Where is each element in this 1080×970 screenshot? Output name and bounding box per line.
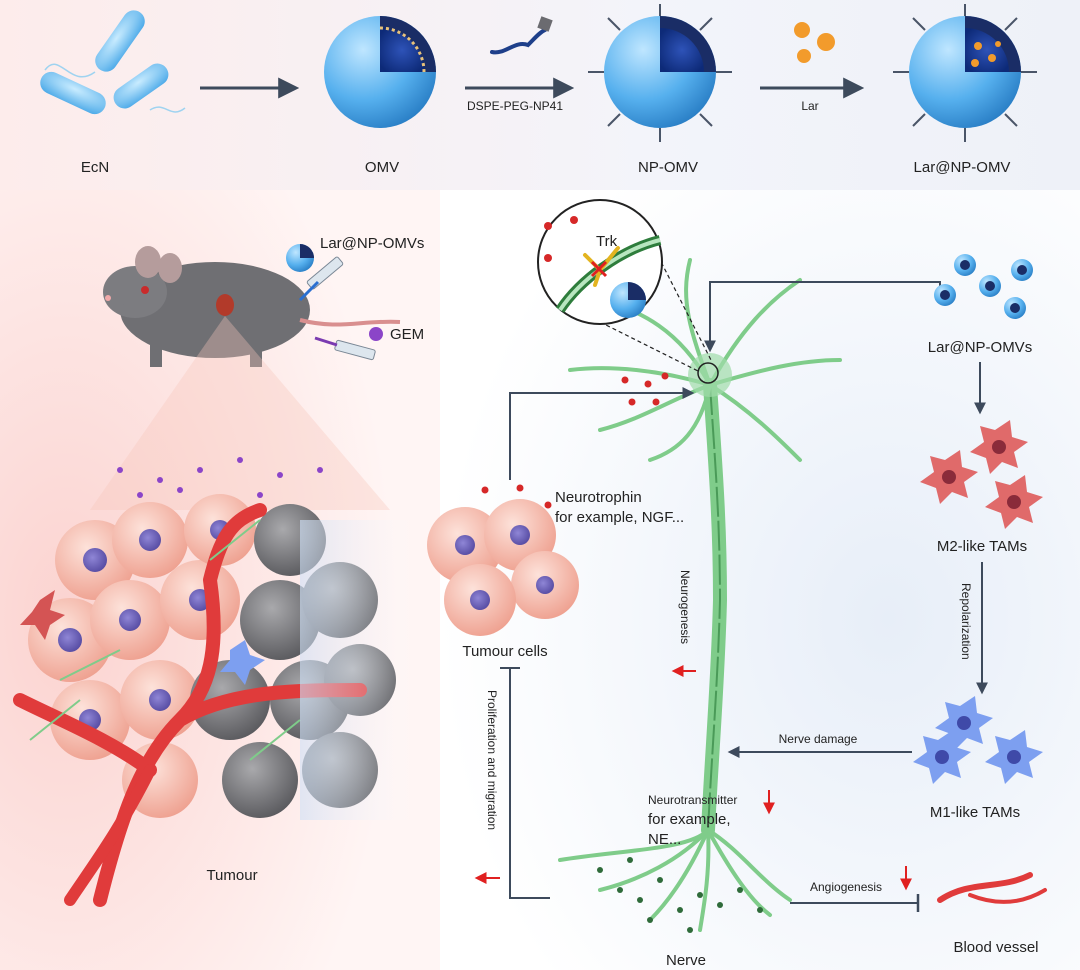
dspe-peg-np41-label: DSPE-PEG-NP41	[467, 99, 563, 113]
lar-np-omv-icon	[893, 4, 1037, 142]
omv-label: OMV	[365, 159, 399, 176]
lar-np-omvs-cluster	[934, 254, 1033, 319]
ecn-bacteria-icon	[40, 10, 186, 115]
zoom-cone	[90, 316, 390, 510]
neurotrophin-line1: Neurotrophin	[555, 489, 642, 506]
lar-np-omv-label: Lar@NP-OMV	[914, 159, 1011, 176]
angiogenesis-label: Angiogenesis	[810, 880, 882, 894]
neurotransmitter-line2: for example,	[648, 811, 731, 828]
neurotransmitter-line1: Neurotransmitter	[648, 793, 737, 807]
tumour-dots	[117, 457, 323, 498]
neurotrophin-feedback-arrow	[509, 387, 695, 480]
ecn-label: EcN	[81, 159, 109, 176]
zoom-line-left	[599, 321, 701, 373]
proliferation-label: Proliferation and migration	[485, 690, 499, 830]
trk-zoom-circle	[537, 199, 663, 325]
omv-icon	[324, 16, 436, 128]
injection-label: Lar@NP-OMVs	[320, 235, 424, 252]
neurotrophin-line2: for example, NGF...	[555, 509, 684, 526]
neurotransmitter-dots	[597, 857, 763, 933]
nerve-label: Nerve	[666, 952, 706, 969]
mouse-illustration	[103, 246, 401, 367]
m1-tams-cells	[913, 696, 1043, 784]
tumour-cells-label: Tumour cells	[462, 643, 547, 660]
lar-np-omvs-label: Lar@NP-OMVs	[928, 339, 1032, 356]
np-omv-icon	[588, 4, 732, 142]
trk-label: Trk	[596, 233, 618, 250]
proliferation-inhibition-arrow	[500, 667, 550, 899]
gem-injection	[314, 327, 383, 361]
lar-drug-icon	[794, 22, 835, 63]
blood-vessel-icon	[937, 872, 1047, 904]
peg-np41-icon	[490, 16, 553, 55]
m1-tams-label: M1-like TAMs	[930, 804, 1020, 821]
lar-np-omvs-injection	[286, 244, 344, 302]
m2-tams-cells	[920, 420, 1043, 529]
repolarization-label: Repolarization	[959, 583, 973, 660]
tumour-label: Tumour	[206, 867, 257, 884]
tumour-illustration	[13, 494, 420, 907]
m2-tams-label: M2-like TAMs	[937, 538, 1027, 555]
neurotransmitter-line3: NE...	[648, 831, 681, 848]
neurogenesis-label: Neurogenesis	[678, 570, 692, 644]
lar-reagent-label: Lar	[801, 99, 818, 113]
nerve-illustration	[558, 258, 842, 932]
gem-label: GEM	[390, 326, 424, 343]
nerve-damage-label: Nerve damage	[779, 732, 858, 746]
neurotrophin-dots	[481, 372, 669, 519]
tumour-cells-cluster	[427, 499, 579, 636]
blood-vessel-label: Blood vessel	[953, 939, 1038, 956]
np-omv-label: NP-OMV	[638, 159, 698, 176]
